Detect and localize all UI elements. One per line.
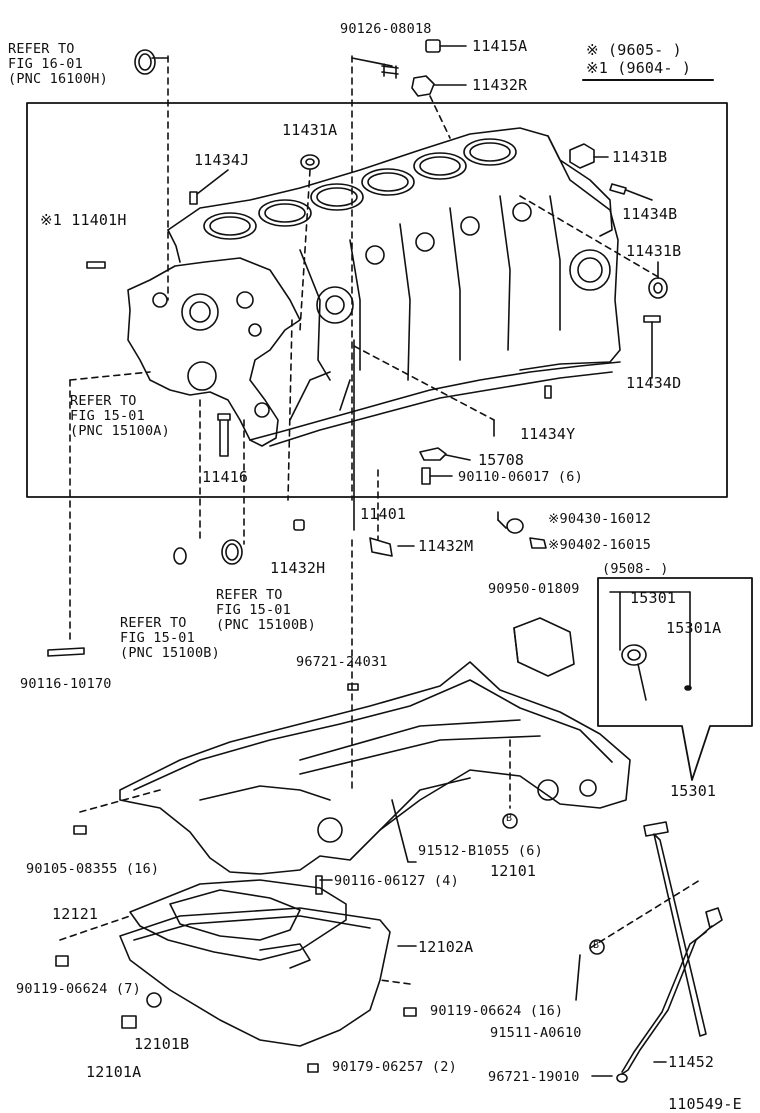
label-12101b: 12101B: [134, 1035, 190, 1053]
legend-row-1: ※ (9605- ): [586, 42, 682, 58]
label-90402-16015: ※90402-16015: [548, 537, 652, 553]
leader-lines: [59, 55, 701, 985]
label-11434b: 11434B: [622, 205, 678, 223]
legend-range-1: (9605- ): [608, 41, 682, 59]
label-11431a: 11431A: [282, 121, 338, 139]
label-90430-16012: ※90430-16012: [548, 511, 652, 527]
legend-range-2: (9604- ): [617, 59, 692, 77]
label-11434y: 11434Y: [520, 425, 576, 443]
label-11432h: 11432H: [270, 559, 326, 577]
legend-mark-1: ※: [586, 41, 599, 59]
label-15708: 15708: [478, 451, 525, 469]
solid-leaders: [319, 339, 691, 1077]
label-11401h: ※1 11401H: [40, 211, 127, 229]
label-91512-b1055: 91512-B1055 (6): [418, 843, 543, 859]
figure-code: 110549-E: [668, 1095, 742, 1113]
block-small-parts: [86, 39, 668, 485]
cylinder-block-drawing: [127, 127, 621, 447]
label-90119-06624-16: 90119-06624 (16): [430, 1003, 564, 1019]
rubber-cap: [513, 617, 575, 677]
legend-mark-2: ※1: [586, 59, 608, 77]
badge-b1-circle: [502, 813, 518, 829]
label-90116-06127: 90116-06127 (4): [334, 873, 459, 889]
label-90110-06017: 90110-06017 (6): [458, 469, 583, 485]
label-12121: 12121: [52, 905, 99, 923]
label-15301: 15301: [670, 782, 717, 800]
label-90179-06257: 90179-06257 (2): [332, 1059, 457, 1075]
label-11401: 11401: [360, 505, 407, 523]
label-11434j: 11434J: [194, 151, 250, 169]
label-90950-01809: 90950-01809: [488, 581, 580, 597]
legend-row-2: ※1 (9604- ): [586, 60, 691, 76]
dipstick-inset: [597, 577, 753, 781]
label-96721-19010: 96721-19010: [488, 1069, 580, 1085]
label-11434d: 11434D: [626, 374, 682, 392]
oil-pan-lower: [55, 879, 417, 1073]
label-12102a: 12102A: [418, 938, 474, 956]
label-11416: 11416: [202, 468, 249, 486]
badge-b1: B: [506, 813, 513, 824]
label-12101a: 12101A: [86, 1063, 142, 1081]
cylinder-block-frame: [26, 102, 728, 498]
label-11432r: 11432R: [472, 76, 528, 94]
oil-pan-upper: [73, 661, 631, 895]
label-11431b-mid: 11431B: [626, 242, 682, 260]
label-15301a: 15301A: [666, 619, 722, 637]
label-15301-inset: 15301: [630, 589, 677, 607]
label-9508: (9508- ): [602, 561, 669, 577]
label-11452: 11452: [668, 1053, 715, 1071]
label-90116-10170: 90116-10170: [20, 676, 112, 692]
label-11415a: 11415A: [472, 37, 528, 55]
label-91511-a0610: 91511-A0610: [490, 1025, 582, 1041]
label-11432m: 11432M: [418, 537, 474, 555]
side-gaskets: [47, 49, 547, 657]
label-12101: 12101: [490, 862, 537, 880]
label-96721-24031: 96721-24031: [296, 654, 388, 670]
label-90119-06624-7: 90119-06624 (7): [16, 981, 141, 997]
dipstick-guide: [616, 821, 723, 1083]
label-11431b-top: 11431B: [612, 148, 668, 166]
label-90105-08355: 90105-08355 (16): [26, 861, 160, 877]
badge-b2: B: [593, 940, 600, 951]
label-90126-08018: 90126-08018: [340, 21, 432, 37]
badge-b2-circle: [589, 939, 605, 955]
